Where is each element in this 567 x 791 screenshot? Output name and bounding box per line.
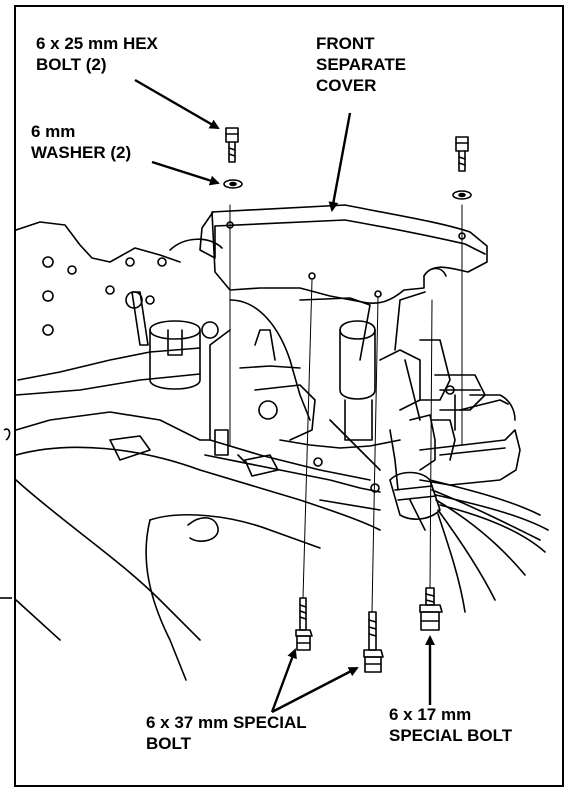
arrow-washer — [151, 160, 220, 186]
lower-cowl-panel — [15, 446, 381, 681]
engine-internals — [169, 238, 521, 511]
special-bolt-37-left — [295, 597, 313, 651]
edge-fragments — [0, 428, 12, 599]
washer-right — [452, 190, 472, 200]
hex-bolt-callout: 6 x 25 mm HEX BOLT (2) — [36, 34, 158, 74]
alignment-lines — [229, 204, 463, 613]
hex-bolt-left — [225, 127, 239, 163]
arrow-hex-bolt — [134, 78, 220, 130]
front-separate-cover-callout: FRONT SEPARATE COVER — [316, 34, 407, 95]
callout-arrows — [134, 78, 435, 714]
arrow-front-cover — [328, 112, 352, 212]
arrow-special-bolt-37-left — [270, 648, 297, 713]
front-separate-cover-part — [199, 204, 488, 305]
hex-bolt-right — [455, 136, 469, 172]
engine-block-left — [15, 221, 219, 461]
special-bolt-37-callout: 6 x 37 mm SPECIAL BOLT — [146, 713, 307, 753]
washer-left — [223, 179, 243, 189]
special-bolt-17-callout: 6 x 17 mm SPECIAL BOLT — [389, 705, 513, 745]
cable-harness — [389, 471, 549, 613]
special-bolt-17 — [419, 587, 443, 631]
arrow-special-bolt-37-right — [271, 666, 359, 714]
special-bolt-37-right — [363, 611, 384, 673]
washer-callout: 6 mm WASHER (2) — [31, 122, 132, 162]
